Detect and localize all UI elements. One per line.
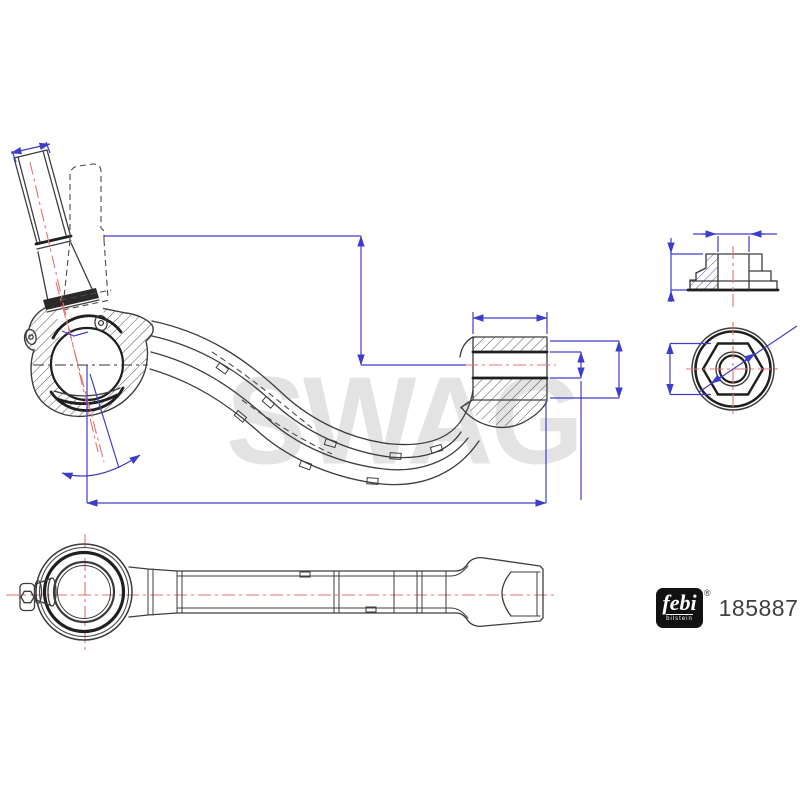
arm-parting-line-ticks <box>215 361 444 485</box>
bottom-plan-view <box>6 534 558 651</box>
febi-logo-text: febi <box>662 589 697 615</box>
bottom-view-shaft <box>128 566 457 618</box>
main-view-curved-arm <box>149 320 480 486</box>
stud-hex-socket <box>20 590 35 604</box>
febi-logo: febi bilstein <box>656 588 703 628</box>
boot-clamp-left <box>25 328 37 346</box>
main-view-alternate-stud-position-hidden <box>60 163 112 311</box>
main-view-outer-socket-end <box>459 336 549 428</box>
main-view-ball-joint-housing <box>23 286 154 418</box>
part-number: 185887 <box>718 594 799 621</box>
main-view-dimension-lines <box>10 141 623 507</box>
main-view-threaded-stud <box>13 149 100 313</box>
febi-logo-subtext: bilstein <box>666 613 693 622</box>
boot-clamp-right <box>94 314 108 332</box>
stud-angle-arc <box>61 454 141 480</box>
nut-section-view <box>667 230 780 308</box>
hex-dimension-lines <box>666 325 798 396</box>
brand-area: febi bilstein ® 185887 <box>656 588 798 628</box>
bottom-view-ball-end <box>19 543 133 641</box>
nut-dimension-lines <box>667 230 777 302</box>
nut-hatched-section <box>689 253 719 290</box>
nut-end-view <box>666 322 798 416</box>
registered-mark: ® <box>704 588 711 598</box>
stud-collar <box>43 288 99 310</box>
bottom-view-socket-end <box>449 556 544 628</box>
